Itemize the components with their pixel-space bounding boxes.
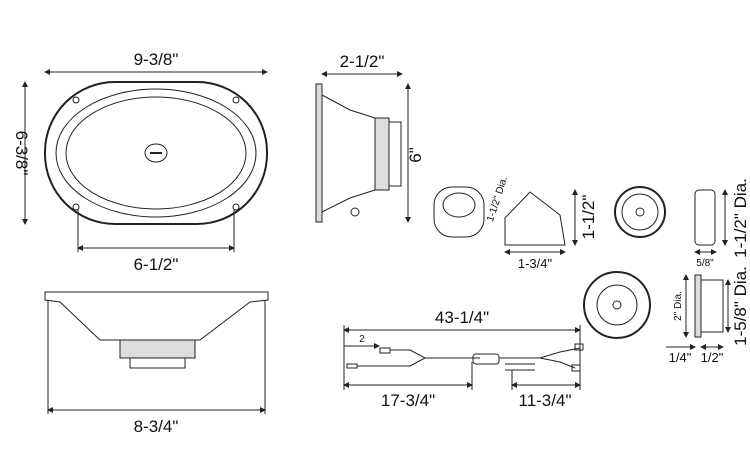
label-flush-flange: 1/4": [669, 350, 692, 365]
label-main-height: 6-3/8": [12, 131, 31, 176]
woofer-front-view: [44, 81, 268, 225]
label-tweeter-angled-height: 1-1/2": [579, 195, 598, 240]
woofer-bottom-view: [44, 291, 269, 369]
flush-tweeter-side-view: [694, 274, 724, 338]
label-wire-right: 11-3/4": [519, 391, 572, 410]
tweeter-front-view: [433, 186, 485, 238]
label-depth: 2-1/2": [340, 52, 385, 71]
label-wire-offset: 2: [359, 334, 365, 345]
tweeter-angled-view: [504, 191, 566, 246]
woofer-side-view: [315, 83, 402, 223]
label-wire-total: 43-1/4": [435, 308, 489, 327]
label-bottom-width: 8-3/4": [134, 417, 179, 436]
wire-harness: [346, 343, 584, 372]
label-wire-left: 17-3/4": [381, 391, 435, 410]
label-flush-depth: 1/2": [701, 350, 724, 365]
label-flush-dia: 1-5/8" Dia.: [731, 266, 750, 346]
label-flush-outer-dia: 2" Dia.: [673, 291, 684, 321]
label-tweeter-dia: 1-1/2" Dia.: [731, 178, 750, 258]
label-mount-width: 6-1/2": [134, 255, 179, 274]
label-tweeter-depth: 5/8": [696, 258, 714, 269]
label-side-height: 6": [406, 147, 425, 163]
label-tweeter-angled-width: 1-3/4": [518, 256, 553, 271]
tweeter-side-view: [694, 189, 716, 246]
label-main-width: 9-3/8": [134, 50, 179, 69]
flush-tweeter-front-view: [583, 271, 651, 339]
tweeter-round-view: [614, 186, 666, 238]
